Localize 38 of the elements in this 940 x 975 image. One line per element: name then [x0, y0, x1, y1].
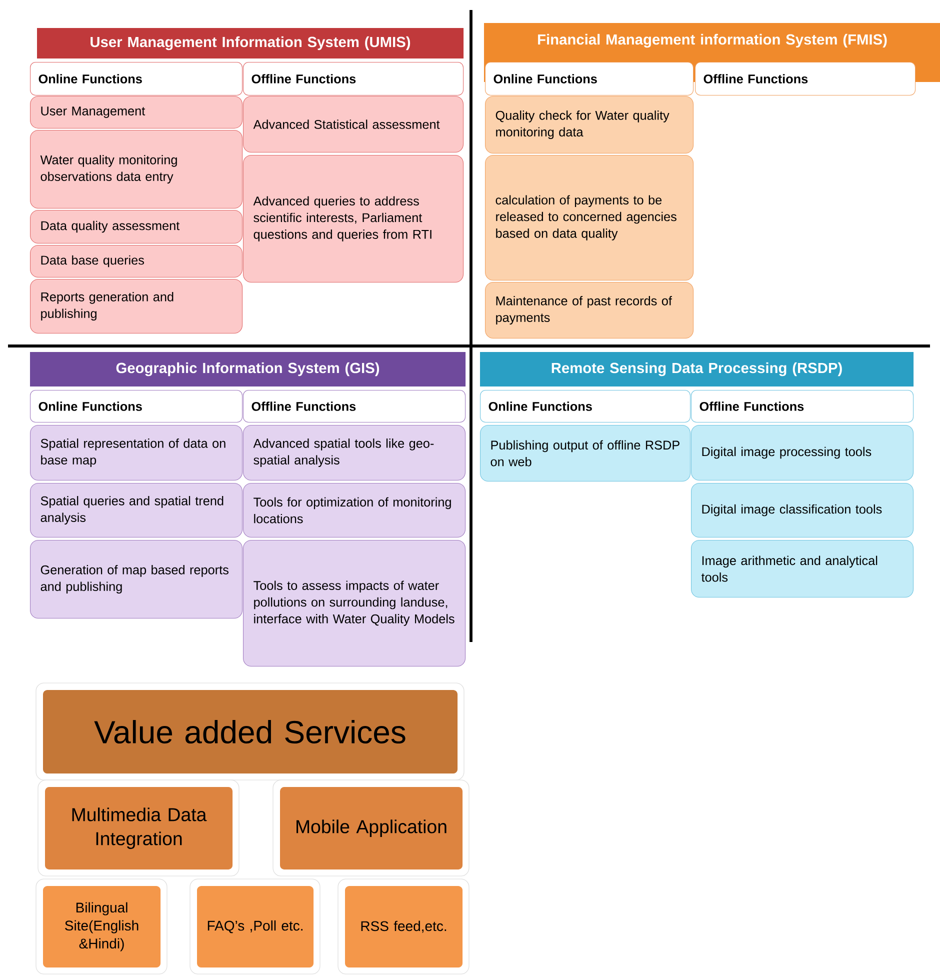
- column-header: Online Functions: [30, 62, 243, 96]
- node-label: Financial Management information System (FMIS): [538, 34, 887, 48]
- header-bar: Geographic Information System (GIS): [30, 352, 466, 387]
- service-box: Value added Services: [36, 682, 464, 780]
- column-header: Offline Functions: [695, 62, 916, 96]
- function-box: User Management: [30, 96, 243, 129]
- function-box: Advanced queries to address scientific interests, Parliament questions and queries from RTI: [243, 155, 464, 283]
- function-box: Water quality monitoring observations data entry: [30, 130, 243, 209]
- header-bar: User Management Information System (UMIS): [37, 28, 464, 59]
- function-box: Maintenance of past records of payments: [485, 282, 694, 339]
- function-box: Spatial queries and spatial trend analysis: [30, 483, 243, 538]
- function-box: Generation of map based reports and publishing: [30, 540, 243, 619]
- function-box: Image arithmetic and analytical tools: [691, 540, 914, 598]
- column-header: Offline Functions: [243, 390, 466, 423]
- function-box: Digital image processing tools: [691, 425, 914, 481]
- function-box: Digital image classification tools: [691, 483, 914, 538]
- column-header: Online Functions: [30, 390, 243, 423]
- function-box: Data base queries: [30, 245, 243, 278]
- service-box: FAQ’s ,Poll etc.: [190, 878, 320, 974]
- service-box: Bilingual Site(English &Hindi): [36, 878, 168, 974]
- function-box: Data quality assessment: [30, 210, 243, 244]
- function-box: Advanced Statistical assessment: [243, 96, 464, 153]
- function-box: Publishing output of offline RSDP on web: [480, 425, 691, 482]
- function-box: Tools for optimization of monitoring locations: [243, 483, 466, 538]
- service-box: Multimedia Data Integration: [38, 780, 240, 876]
- function-box: Advanced spatial tools like geo-spatial analysis: [243, 425, 466, 481]
- column-header: Online Functions: [485, 62, 694, 96]
- column-header: Offline Functions: [691, 390, 914, 423]
- column-header: Offline Functions: [243, 62, 464, 96]
- function-box: Spatial representation of data on base map: [30, 425, 243, 481]
- column-header: Online Functions: [480, 390, 691, 423]
- function-box: calculation of payments to be released to concerned agencies based on data quality: [485, 155, 694, 281]
- function-box: Tools to assess impacts of water pollutions on surrounding landuse, interface with Water Quality Models: [243, 540, 466, 667]
- service-box: RSS feed,etc.: [338, 878, 470, 974]
- header-bar: Remote Sensing Data Processing (RSDP): [480, 352, 914, 387]
- service-box: Mobile Application: [272, 780, 470, 876]
- function-box: Quality check for Water quality monitoring data: [485, 96, 694, 154]
- function-box: Reports generation and publishing: [30, 279, 243, 334]
